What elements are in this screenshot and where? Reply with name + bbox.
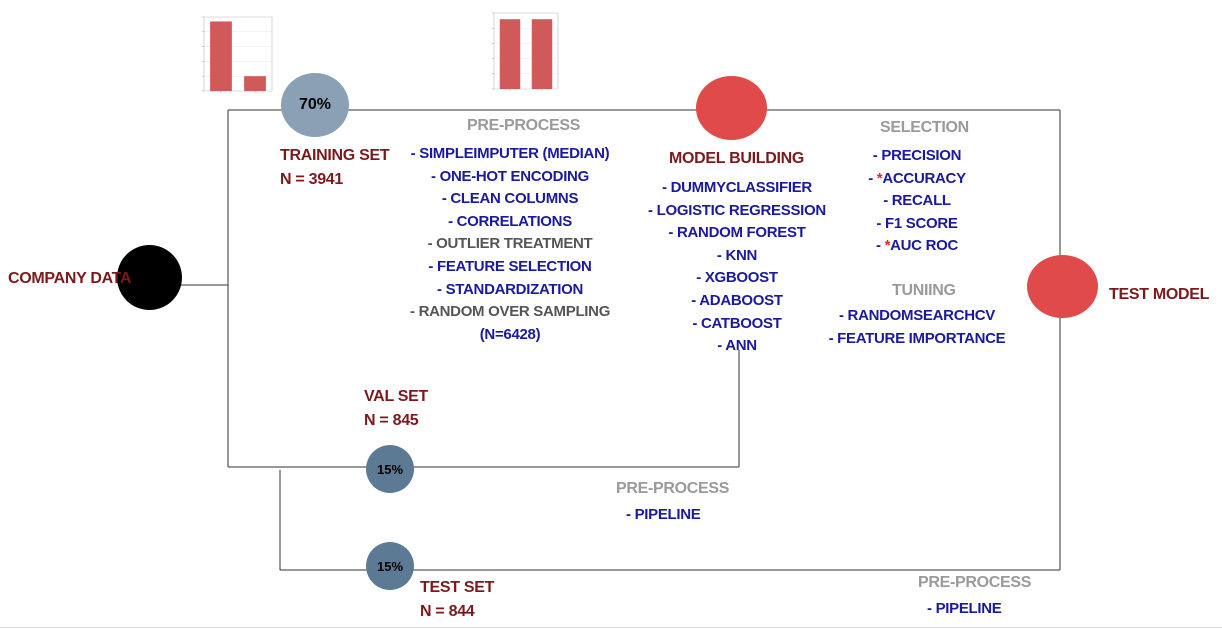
preprocess-val-title: PRE-PROCESS xyxy=(616,480,730,497)
preprocess-test-title: PRE-PROCESS xyxy=(918,574,1032,591)
preprocess-main-title: PRE-PROCESS xyxy=(467,117,581,134)
list-item: - RANDOM FOREST xyxy=(668,224,806,242)
test-set-count: N = 844 xyxy=(420,603,475,620)
list-item: - KNN xyxy=(716,246,758,264)
list-item: - CATBOOST xyxy=(692,314,782,332)
test-percent: 15% xyxy=(376,558,404,574)
test-model-label: TEST MODEL xyxy=(1109,286,1210,303)
selection-title: SELECTION xyxy=(880,119,969,136)
list-item: - ADABOOST xyxy=(691,291,783,309)
list-item: - CORRELATIONS xyxy=(448,212,572,230)
model-building-title: MODEL BUILDING xyxy=(669,150,805,167)
preprocess-main-list: - SIMPLEIMPUTER (MEDIAN) - ONE-HOT ENCOD… xyxy=(410,143,610,346)
list-item: - ANN xyxy=(717,337,757,355)
list-item: - LOGISTIC REGRESSION xyxy=(648,201,826,219)
validation-percent: 15% xyxy=(376,461,404,477)
list-item: - OUTLIER TREATMENT xyxy=(427,235,593,253)
item-prefix: - xyxy=(868,169,877,187)
training-split-node: 70% xyxy=(281,73,349,137)
list-item: - *AUC ROC xyxy=(817,235,1017,258)
test-model-node xyxy=(1027,255,1098,318)
bar xyxy=(244,76,266,91)
item-text: ACCURACY xyxy=(882,169,966,187)
list-item: - PRECISION xyxy=(872,147,962,164)
test-set-title: TEST SET xyxy=(420,579,495,596)
tuning-list: - RANDOMSEARCHCV - FEATURE IMPORTANCE xyxy=(817,305,1017,350)
company-data-label: COMPANY DATA xyxy=(8,270,132,287)
list-item: - F1 SCORE xyxy=(876,214,958,232)
validation-set-count: N = 845 xyxy=(364,412,419,429)
list-item: - RANDOMSEARCHCV xyxy=(838,307,996,324)
list-item: - ONE-HOT ENCODING xyxy=(431,167,589,185)
list-item: - XGBOOST xyxy=(696,269,778,287)
selection-list: - PRECISION - *ACCURACY - RECALL - F1 SC… xyxy=(817,145,1017,258)
test-split-node: 15% xyxy=(366,542,414,590)
item-prefix: - xyxy=(875,237,885,255)
list-item: - CLEAN COLUMNS xyxy=(441,190,579,208)
list-item: - DUMMYCLASSIFIER xyxy=(662,179,812,196)
preprocess-test-item: - PIPELINE xyxy=(927,600,1002,617)
page-divider xyxy=(0,627,1222,628)
company-data-node xyxy=(117,245,182,310)
star-marker: * xyxy=(876,169,883,187)
class-distribution-chart-after xyxy=(492,12,559,91)
training-set-count: N = 3941 xyxy=(280,171,343,188)
model-building-list: - DUMMYCLASSIFIER - LOGISTIC REGRESSION … xyxy=(637,177,837,358)
list-item: - FEATURE SELECTION xyxy=(428,257,592,275)
training-percent: 70% xyxy=(298,96,332,113)
bar xyxy=(210,21,232,91)
validation-split-node: 15% xyxy=(366,445,414,493)
list-item: - RECALL xyxy=(883,192,951,210)
training-set-title: TRAINING SET xyxy=(280,147,390,164)
list-item: - *ACCURACY xyxy=(817,168,1017,191)
list-item: - FEATURE IMPORTANCE xyxy=(828,329,1006,347)
item-text: AUC ROC xyxy=(890,237,959,255)
validation-set-title: VAL SET xyxy=(364,388,428,405)
star-marker: * xyxy=(884,237,891,255)
list-item: - RANDOM OVER SAMPLING xyxy=(410,303,611,321)
preprocess-val-item: - PIPELINE xyxy=(626,506,701,523)
bar xyxy=(531,19,553,90)
model-building-node xyxy=(696,76,767,140)
list-item: - SIMPLEIMPUTER (MEDIAN) xyxy=(410,145,610,162)
list-item: (N=6428) xyxy=(479,325,541,343)
tuning-title: TUNIING xyxy=(892,282,956,299)
list-item: - STANDARDIZATION xyxy=(437,280,583,298)
class-distribution-chart-before xyxy=(202,16,273,93)
bar xyxy=(499,19,521,90)
